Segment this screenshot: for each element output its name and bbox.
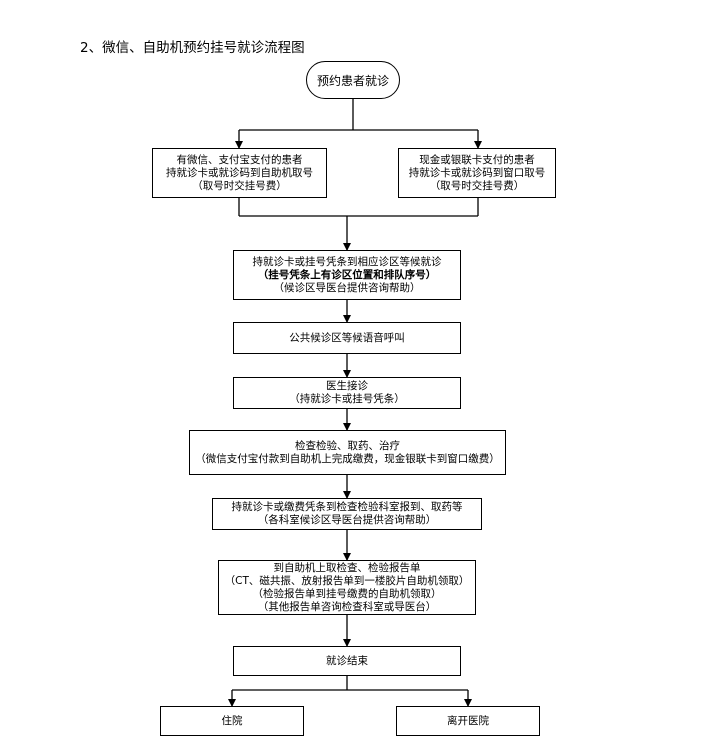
- hospitalize-box: 住院: [160, 706, 304, 736]
- wait-line1: 持就诊卡或挂号凭条到相应诊区等候就诊: [252, 255, 442, 268]
- result-line1: 到自助机上取检查、检验报告单: [273, 561, 421, 574]
- start-label: 预约患者就诊: [316, 73, 389, 88]
- wechat-line2: 持就诊卡或就诊码到自助机取号: [166, 166, 313, 179]
- result-line3: （检验报告单到挂号缴费的自助机领取）: [252, 587, 442, 600]
- cash-line1: 现金或银联卡支付的患者: [419, 153, 535, 166]
- wait-line2: （挂号凭条上有诊区位置和排队序号）: [257, 268, 437, 281]
- start-node: 预约患者就诊: [306, 61, 400, 99]
- result-box: 到自助机上取检查、检验报告单 （CT、磁共振、放射报告单到一楼胶片自助机领取） …: [218, 560, 476, 615]
- doctor-line1: 医生接诊: [326, 380, 368, 392]
- wait-line3: （候诊区导医台提供咨询帮助）: [273, 281, 421, 294]
- hospitalize-line: 住院: [221, 714, 243, 727]
- wechat-payment-box: 有微信、支付宝支付的患者 持就诊卡或就诊码到自助机取号 （取号时交挂号费）: [152, 148, 327, 198]
- exam-line2: （微信支付宝付款到自助机上完成缴费，现金银联卡到窗口缴费）: [195, 452, 500, 465]
- call-box: 公共候诊区等候语音呼叫: [233, 322, 461, 354]
- exam-box: 检查检验、取药、治疗 （微信支付宝付款到自助机上完成缴费，现金银联卡到窗口缴费）: [189, 430, 506, 475]
- cash-payment-box: 现金或银联卡支付的患者 持就诊卡或就诊码到窗口取号 （取号时交挂号费）: [398, 148, 556, 198]
- report-box: 持就诊卡或缴费凭条到检查检验科室报到、取药等 （各科室候诊区导医台提供咨询帮助）: [212, 498, 482, 530]
- report-line2: （各科室候诊区导医台提供咨询帮助）: [257, 514, 437, 526]
- result-line2: （CT、磁共振、放射报告单到一楼胶片自助机领取）: [224, 574, 470, 587]
- call-line: 公共候诊区等候语音呼叫: [289, 331, 405, 344]
- end-line: 就诊结束: [326, 654, 368, 667]
- result-line4: （其他报告单咨询检查科室或导医台）: [257, 600, 437, 613]
- page-title: 2、微信、自助机预约挂号就诊流程图: [80, 40, 305, 56]
- exam-line1: 检查检验、取药、治疗: [295, 439, 400, 452]
- wechat-line1: 有微信、支付宝支付的患者: [176, 153, 303, 166]
- report-line1: 持就诊卡或缴费凭条到检查检验科室报到、取药等: [231, 501, 463, 513]
- doctor-box: 医生接诊 （持就诊卡或挂号凭条）: [233, 377, 461, 409]
- wait-box: 持就诊卡或挂号凭条到相应诊区等候就诊 （挂号凭条上有诊区位置和排队序号） （候诊…: [233, 250, 461, 300]
- leave-line: 离开医院: [447, 714, 489, 727]
- cash-line3: （取号时交挂号费）: [429, 179, 525, 192]
- doctor-line2: （持就诊卡或挂号凭条）: [289, 393, 405, 405]
- leave-hospital-box: 离开医院: [396, 706, 540, 736]
- end-box: 就诊结束: [233, 646, 461, 676]
- wechat-line3: （取号时交挂号费）: [192, 179, 287, 192]
- cash-line2: 持就诊卡或就诊码到窗口取号: [408, 166, 546, 179]
